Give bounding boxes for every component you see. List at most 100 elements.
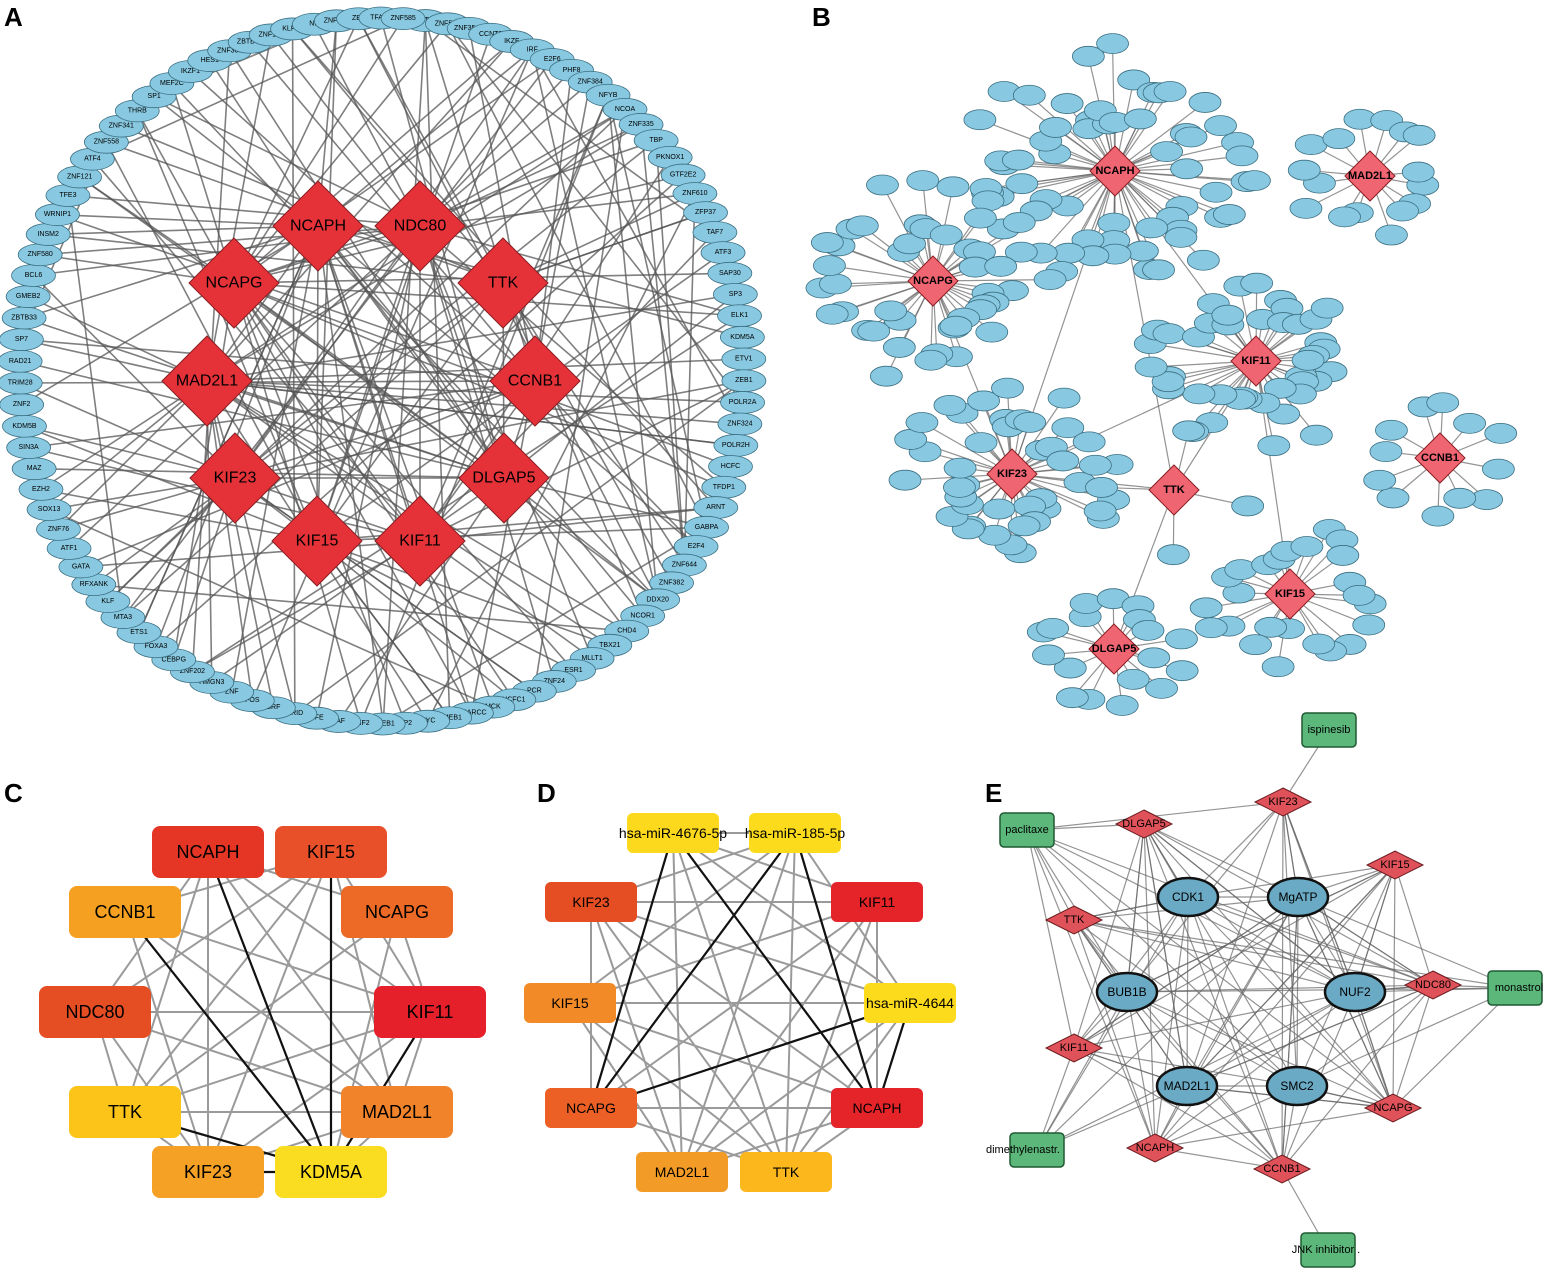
ring-node-label: ZBTB7A	[237, 39, 264, 46]
node-label: TTK	[108, 1102, 142, 1122]
edge	[681, 1002, 911, 1173]
edge	[291, 28, 296, 714]
edge	[382, 20, 427, 725]
node-box	[627, 813, 719, 853]
ring-node-label: KLF16	[282, 25, 303, 32]
ring-node-label: ESR1	[564, 667, 582, 674]
ring-node-label: ZNF384	[578, 79, 603, 86]
ring-node-sox13: SOX13	[26, 498, 72, 522]
edge	[569, 1002, 878, 1109]
node-diamond	[1253, 787, 1313, 817]
satellite-node	[1326, 545, 1360, 566]
ring-node-label: GMEB2	[16, 293, 41, 300]
edge	[1073, 919, 1298, 1087]
node-label: NCAPH	[852, 1100, 901, 1116]
node-label: KIF23	[572, 894, 610, 910]
node-box	[152, 826, 264, 878]
satellite-node	[1231, 495, 1265, 517]
hub-ndc80: NDC80	[374, 180, 466, 272]
node-diamond	[1114, 809, 1174, 839]
ring-node-label: ZNF	[225, 689, 239, 696]
drug-box	[1009, 1132, 1065, 1168]
ring-node-label: ZNF585	[390, 15, 415, 22]
ring-node-label: CHD4	[617, 628, 636, 635]
satellite-node	[939, 315, 973, 337]
ring-node-label: GTF2E2	[670, 172, 697, 179]
satellite-node	[1189, 597, 1223, 619]
satellite-node	[1376, 487, 1410, 509]
panel-letter-b: B	[812, 2, 831, 32]
satellite-node	[1116, 668, 1150, 690]
ring-node-label: PHF8	[563, 67, 581, 74]
satellite-node	[1051, 417, 1085, 439]
edge	[1296, 987, 1516, 1087]
drug-label: JNK inhibitor .	[1292, 1244, 1360, 1256]
ring-node-znf2: ZNF2	[0, 393, 45, 417]
hub-diamond	[161, 335, 253, 427]
ring-node-wrnip1: WRNIP1	[35, 203, 80, 227]
ring-node-atf1: ATF1	[46, 537, 92, 560]
satellite-node	[1165, 628, 1198, 650]
edge	[48, 225, 319, 236]
hub-label: KIF23	[214, 470, 257, 487]
node-label: hsa-miR-185-5p	[745, 825, 846, 841]
edge	[533, 109, 626, 692]
ring-node-label: ZNF324	[727, 421, 752, 428]
edge	[233, 282, 505, 479]
satellite-node	[1039, 117, 1072, 138]
node-ncapg: NCAPG	[341, 886, 453, 938]
satellite-node	[857, 320, 891, 342]
satellite-node	[963, 109, 997, 131]
satellite-node	[1182, 383, 1216, 405]
satellite-node	[984, 255, 1018, 277]
node-label: NCAPG	[365, 902, 429, 922]
satellite-node	[1055, 687, 1089, 709]
drug-box	[1300, 1232, 1356, 1268]
satellite-node	[982, 498, 1016, 520]
satellite-node	[1001, 149, 1035, 171]
node-ndc80: NDC80	[39, 986, 151, 1038]
hub-label: KIF11	[1241, 355, 1270, 367]
node-box	[341, 1086, 453, 1138]
ring-node-label: GMEB1	[437, 714, 462, 721]
edge	[419, 94, 609, 542]
ring-node-label: IKZF	[504, 38, 519, 45]
node-label: CCNB1	[94, 902, 155, 922]
edge	[1143, 823, 1283, 1170]
edge	[124, 851, 332, 1113]
edge	[1026, 829, 1434, 986]
hub-diamond	[1344, 150, 1396, 202]
edge	[590, 901, 911, 1004]
hub-kif23: KIF23	[189, 432, 281, 524]
node-kif11: KIF11	[374, 986, 486, 1038]
hub-label: CCNB1	[508, 373, 562, 390]
ring-node-zbtb33: ZBTB33	[1, 306, 47, 330]
satellite-node	[971, 190, 1005, 212]
satellite-node	[1105, 695, 1139, 716]
satellite-node	[819, 273, 852, 295]
satellite-node	[936, 176, 970, 198]
satellite-node	[991, 377, 1024, 399]
hub-label: KIF15	[296, 533, 339, 550]
satellite-node	[1137, 647, 1171, 669]
hub-label: DLGAP5	[1092, 643, 1137, 655]
hub-kif15: KIF15	[1264, 568, 1316, 620]
ring-node-label: ZNF341	[109, 123, 134, 130]
edge	[683, 193, 696, 566]
satellite-node	[1426, 392, 1460, 414]
ring-node-label: INSM2	[37, 231, 59, 238]
ring-node-label: HCFC	[721, 463, 740, 470]
edge	[316, 225, 421, 542]
satellite-node	[1240, 272, 1274, 294]
edge	[1073, 864, 1396, 1049]
ring-node-gabpa: GABPA	[684, 515, 729, 539]
edge	[531, 49, 741, 425]
satellite-node	[1322, 128, 1356, 150]
satellite-node	[1287, 159, 1321, 181]
edge	[531, 49, 659, 600]
node-ellipse	[1266, 876, 1330, 918]
node-label: DLGAP5	[1122, 818, 1165, 830]
node-box	[374, 986, 486, 1038]
satellite-node	[1134, 356, 1168, 378]
ring-node-label: IRF	[527, 46, 538, 53]
